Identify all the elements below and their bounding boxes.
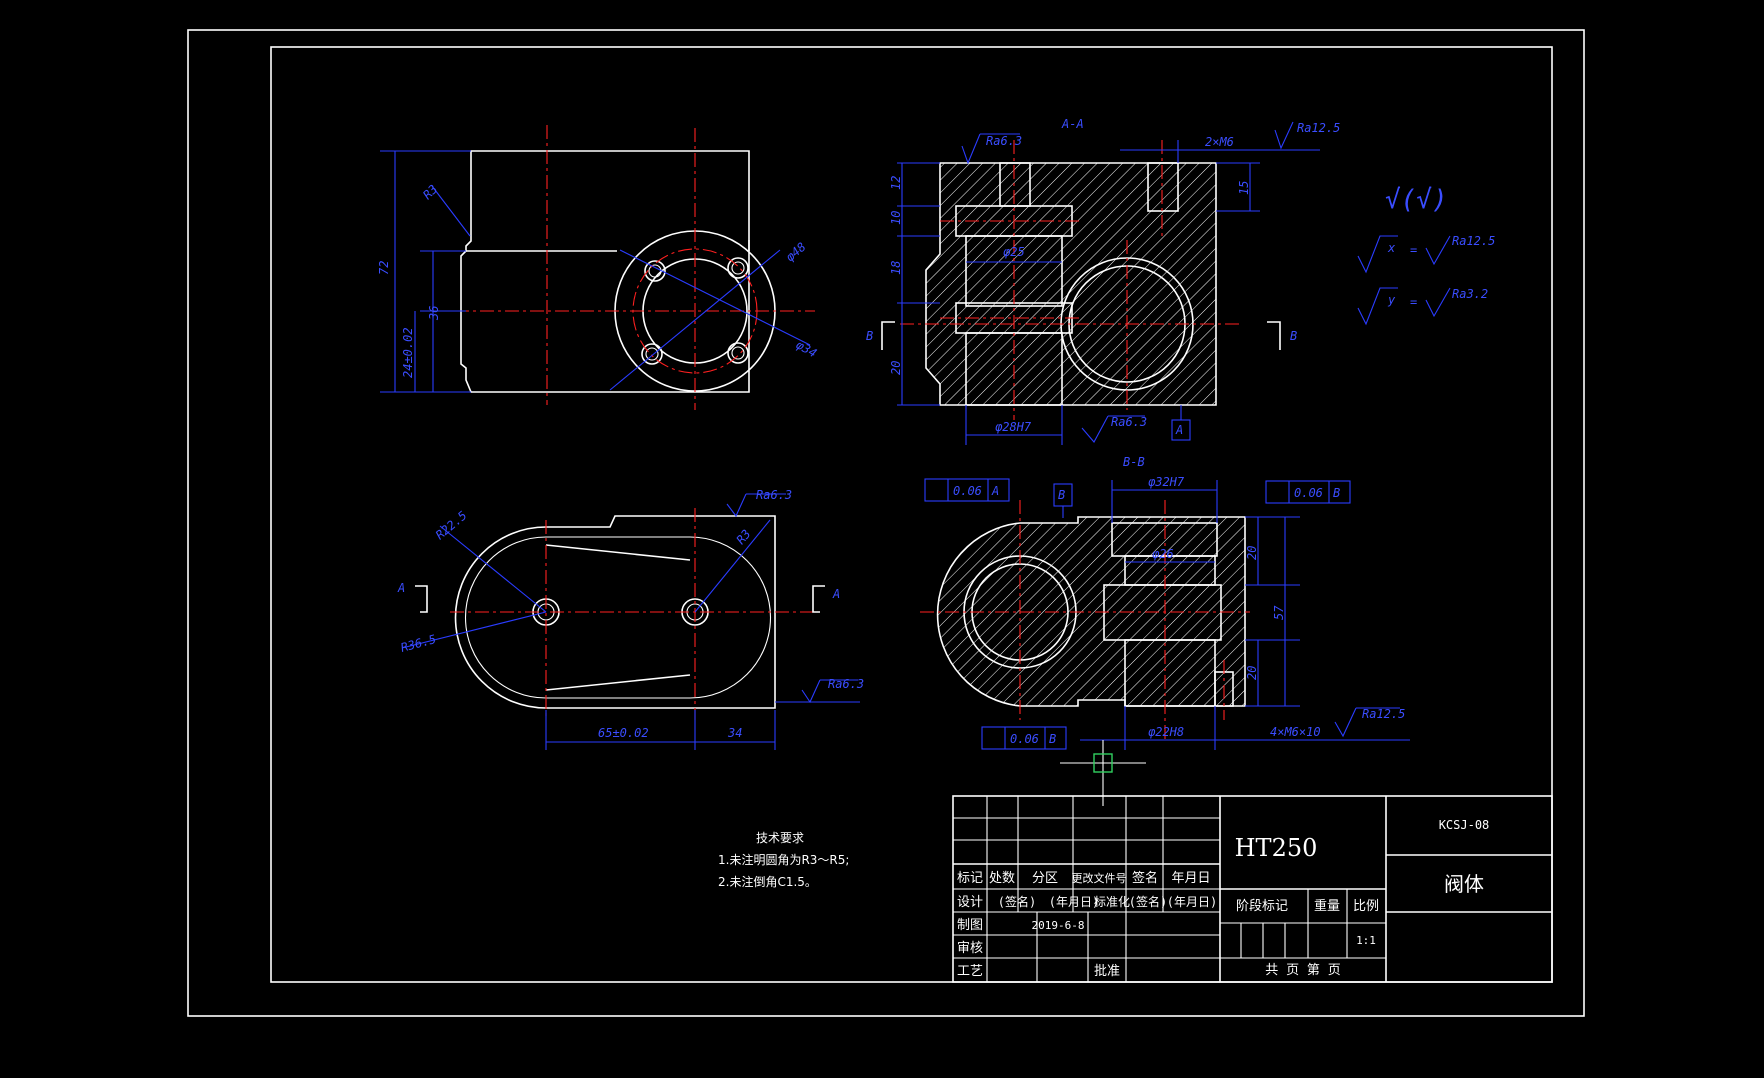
front-view: 72 36 24±0.02 R3 φ48 φ34: [377, 125, 819, 410]
scale: 比例: [1353, 899, 1379, 914]
stage-mark: 阶段标记: [1236, 899, 1288, 914]
dim-r36-5: R36.5: [399, 632, 438, 655]
r-std-date: (年月日): [1167, 895, 1217, 909]
ra-12-5-bb: Ra12.5: [1362, 707, 1405, 721]
h-sign: 签名: [1132, 870, 1158, 886]
inner-frame: [270, 46, 1553, 983]
tech-req-title: 技术要求: [756, 831, 804, 845]
material: HT250: [1235, 834, 1318, 862]
dim-34: 34: [727, 726, 742, 740]
dim-20-lower: 20: [1245, 666, 1259, 680]
dim-10: 10: [889, 211, 903, 225]
dim-36: 36: [427, 306, 441, 321]
datum-b: B: [1058, 488, 1065, 502]
cut-a-right: A: [832, 587, 840, 601]
weight: 重量: [1314, 898, 1340, 914]
tol-0-06-b: 0.06: [1294, 486, 1323, 500]
tech-req-line2: 2.未注倒角C1.5。: [718, 874, 817, 889]
r-draw: 制图: [957, 918, 983, 933]
tol-0-06-a: 0.06: [953, 484, 982, 498]
surface-finish-legend: √(√) x = Ra12.5 y = Ra3.2: [1357, 185, 1495, 326]
ra-6-3-top: Ra6.3: [986, 134, 1022, 148]
technical-requirements: 技术要求 1.未注明圆角为R3～R5; 2.未注倒角C1.5。: [718, 831, 849, 889]
dim-phi25: φ25: [1003, 245, 1025, 259]
tol-datum-b: B: [1333, 486, 1340, 500]
section-bb-label: B-B: [1123, 455, 1145, 469]
dim-phi22h8: φ22H8: [1148, 725, 1184, 739]
dim-57: 57: [1272, 605, 1286, 620]
section-aa-label: A-A: [1061, 117, 1084, 131]
r-process: 工艺: [957, 964, 983, 979]
finish-eq-1: =: [1410, 243, 1417, 257]
h-count: 处数: [989, 871, 1015, 886]
datum-a: A: [1175, 423, 1183, 437]
r-draw-date: 2019-6-8: [1032, 919, 1085, 932]
ra-12-5-top: Ra12.5: [1297, 121, 1340, 135]
dim-12: 12: [889, 176, 903, 190]
ra-6-3-topview-2: Ra6.3: [828, 677, 864, 691]
h-date: 年月日: [1171, 871, 1210, 886]
tol-datum-b-c: B: [1049, 732, 1056, 746]
r-design: 设计: [957, 895, 983, 910]
dim-20-upper: 20: [1245, 546, 1259, 560]
section-bb: B-B 0.06 A B φ32H7 0.06 B φ26: [920, 455, 1410, 806]
outer-frame: [187, 29, 1585, 1017]
dim-phi48: φ48: [783, 240, 809, 265]
tol-datum-a: A: [991, 484, 999, 498]
finish-x: x: [1387, 241, 1396, 255]
h-zone: 分区: [1032, 871, 1058, 886]
dim-phi34: φ34: [794, 337, 820, 360]
dim-phi28h7: φ28H7: [995, 420, 1032, 434]
dim-15: 15: [1237, 181, 1251, 195]
r-design-sign: (签名): [998, 894, 1036, 909]
r-approve: 批准: [1094, 964, 1120, 979]
dim-18: 18: [889, 261, 903, 275]
top-view: A A R22.5 R36.5 R3 Ra6.3 Ra6.3 65±0.02 3…: [397, 488, 864, 750]
tol-0-06-c: 0.06: [1010, 732, 1039, 746]
dim-r22-5: R22.5: [433, 508, 470, 542]
r-std: 标准化: [1094, 895, 1130, 909]
dim-phi26: φ26: [1152, 547, 1174, 561]
dim-65: 65±0.02: [598, 726, 649, 740]
cut-a-left: A: [397, 581, 405, 595]
dim-r3: R3: [420, 182, 440, 202]
finish-ra-12-5: Ra12.5: [1452, 234, 1495, 248]
part-name: 阀体: [1444, 872, 1484, 896]
h-docno: 更改文件号: [1072, 871, 1127, 885]
title-block: HT250 KCSJ-08 阀体 标记 处数 分区 更改文件号 签名 年月日 设…: [952, 795, 1553, 983]
tech-req-line1: 1.未注明圆角为R3～R5;: [718, 852, 849, 867]
dim-2xm6: 2×M6: [1205, 135, 1234, 149]
r-check: 审核: [957, 941, 983, 956]
dim-72: 72: [377, 261, 391, 275]
dim-4xm6x10: 4×M6×10: [1270, 725, 1321, 739]
ra-6-3-topview-1: Ra6.3: [756, 488, 792, 502]
r-design-date: (年月日): [1049, 895, 1099, 909]
cut-b-right: B: [1290, 329, 1297, 343]
drawing-number: KCSJ-08: [1439, 818, 1490, 832]
cut-b-left: B: [866, 329, 873, 343]
dim-24: 24±0.02: [401, 327, 415, 378]
dim-20: 20: [889, 361, 903, 375]
section-aa: A-A B B 12 10 18 20 φ25: [866, 117, 1340, 445]
finish-y: y: [1387, 293, 1396, 307]
finish-symbol-main: √(√): [1385, 185, 1448, 215]
sheet-info: 共 页 第 页: [1265, 963, 1340, 978]
h-mark: 标记: [957, 871, 983, 886]
finish-ra-3-2: Ra3.2: [1452, 287, 1488, 301]
scale-value: 1:1: [1356, 934, 1376, 947]
ra-6-3-bottom: Ra6.3: [1111, 415, 1147, 429]
finish-eq-2: =: [1410, 295, 1417, 309]
r-std-sign: (签名): [1129, 894, 1167, 909]
dim-phi32h7: φ32H7: [1148, 475, 1185, 489]
